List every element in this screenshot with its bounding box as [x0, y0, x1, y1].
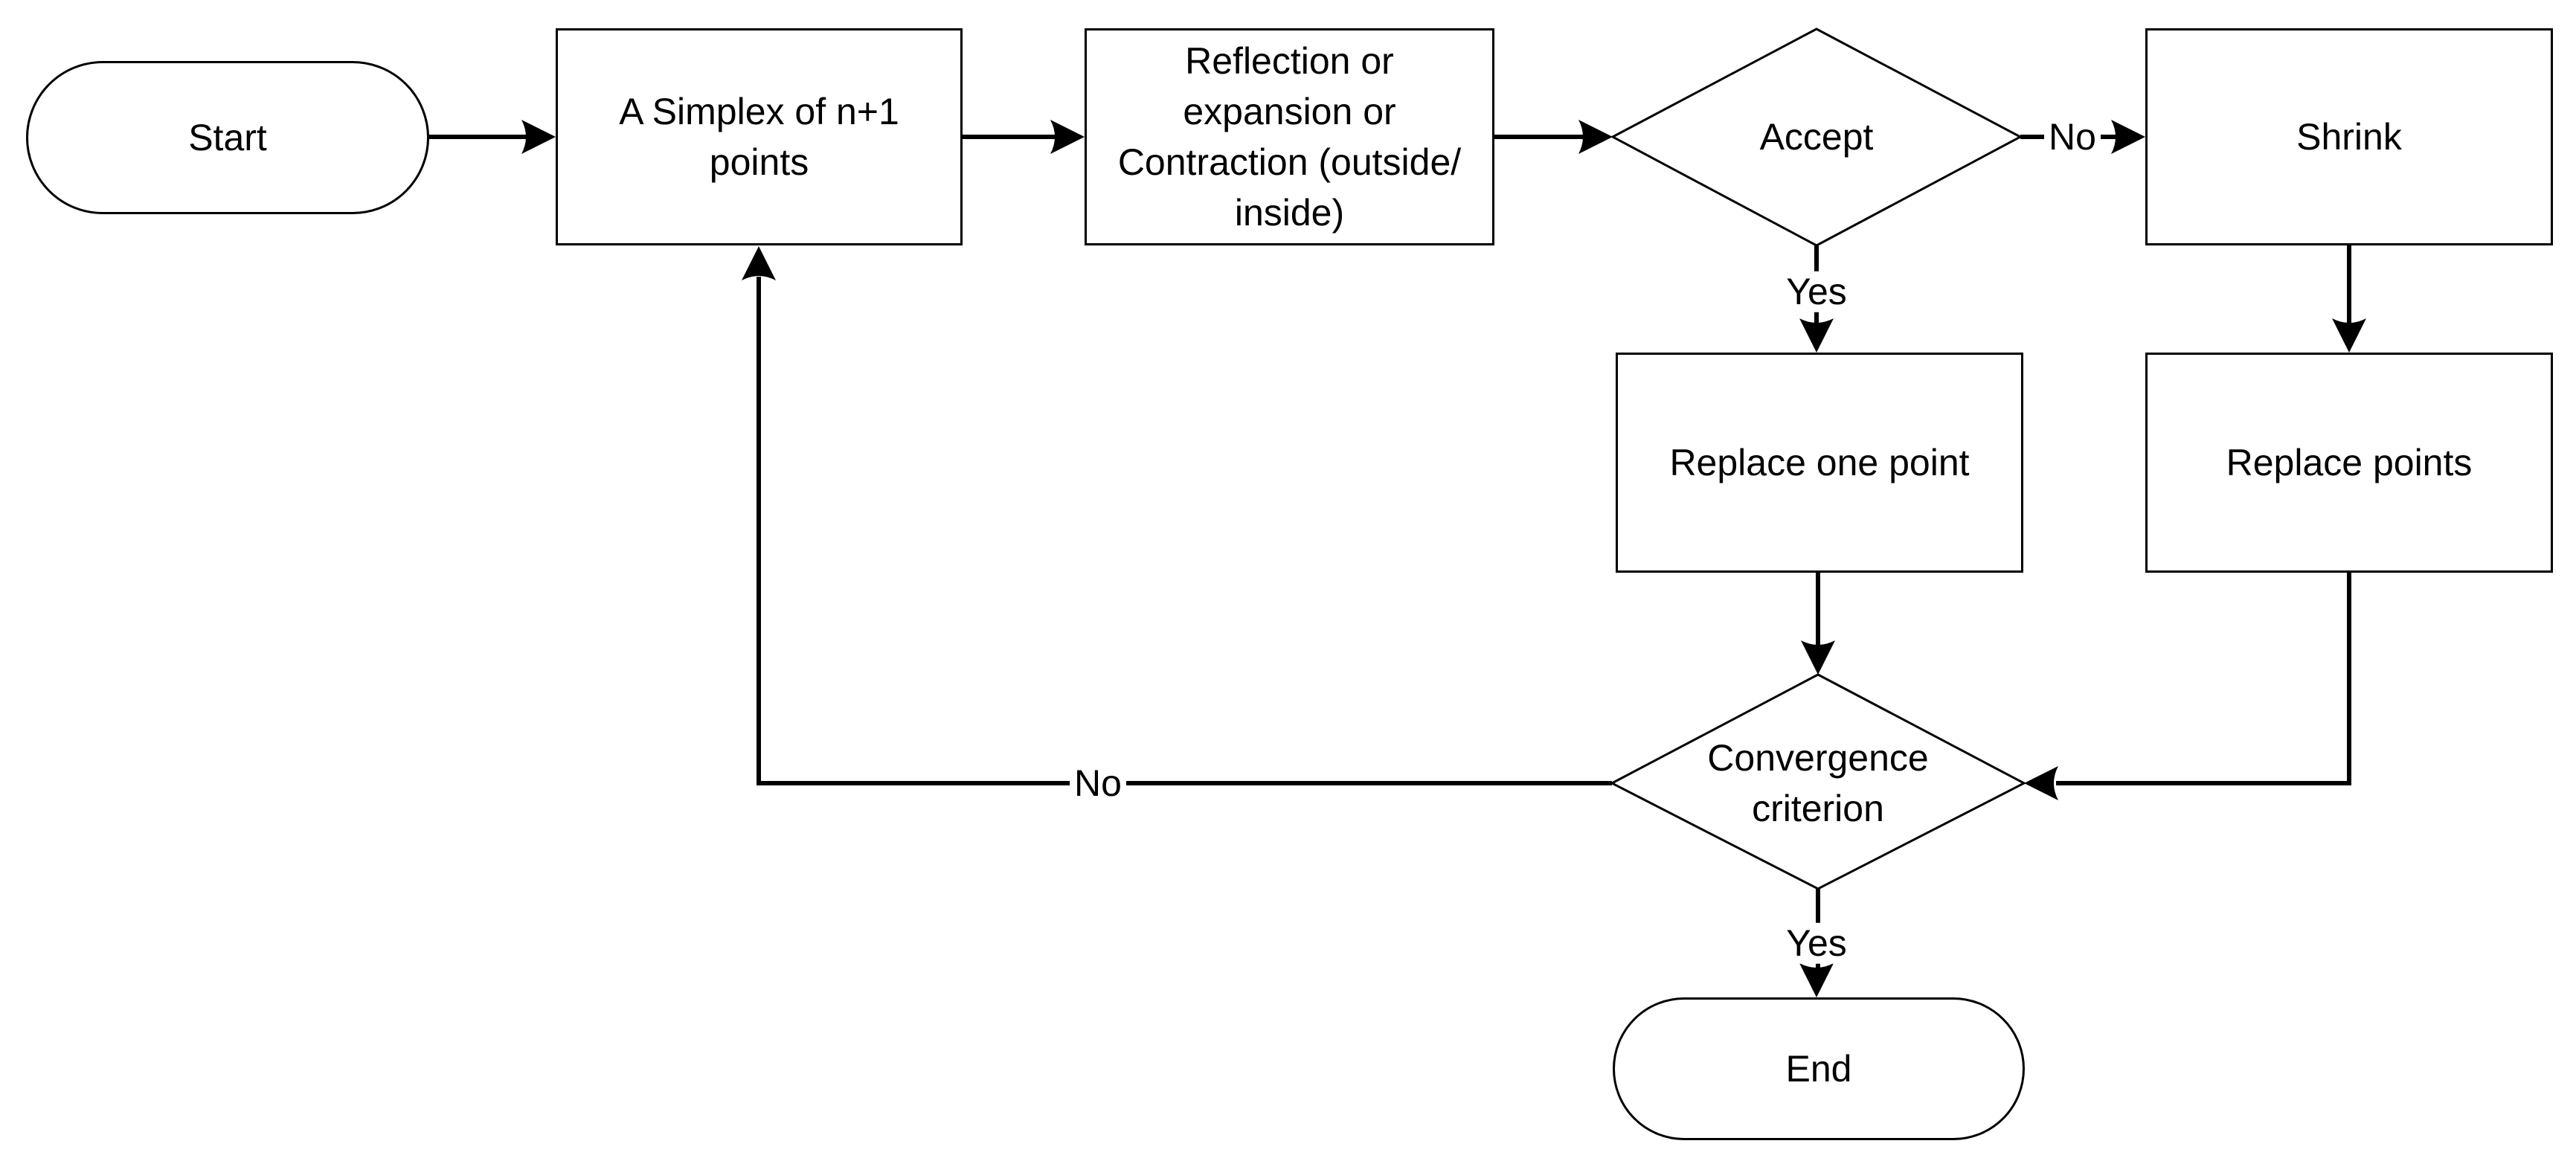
edge-convergence-simplex: [757, 277, 1612, 785]
arrowhead-accept-replace-one: [1799, 318, 1834, 353]
edge-replace-points-convergence: [2056, 573, 2351, 785]
arrowhead-accept-shrink: [2111, 120, 2145, 154]
node-simplex: A Simplex of n+1 points: [556, 28, 963, 245]
convergence-diamond-shape: [1609, 673, 2027, 890]
node-replace-one: Replace one point: [1616, 353, 2023, 573]
node-end: End: [1613, 997, 2025, 1140]
edge-label-accept-no: No: [2044, 116, 2101, 158]
node-start: Start: [26, 61, 429, 214]
arrowhead-reflection-accept: [1578, 120, 1613, 154]
node-end-label: End: [1785, 1048, 1852, 1090]
accept-diamond-shape: [1610, 28, 2023, 247]
edge-label-convergence-yes: Yes: [1782, 922, 1851, 964]
node-simplex-label: A Simplex of n+1 points: [619, 91, 899, 183]
node-replace-points: Replace points: [2145, 353, 2553, 573]
arrowhead-replace-points-convergence: [2024, 766, 2058, 800]
node-shrink: Shrink: [2145, 28, 2553, 245]
node-replace-points-label: Replace points: [2226, 442, 2473, 483]
node-start-label: Start: [188, 117, 267, 158]
node-shrink-label: Shrink: [2296, 116, 2402, 158]
arrowhead-start-simplex: [521, 120, 556, 154]
edge-label-convergence-no: No: [1070, 762, 1126, 804]
arrowhead-convergence-simplex: [742, 246, 776, 280]
edge-label-accept-yes: Yes: [1782, 271, 1851, 312]
node-replace-one-label: Replace one point: [1669, 442, 1970, 483]
arrowhead-replace-one-convergence: [1801, 640, 1835, 675]
arrowhead-simplex-reflection: [1050, 120, 1085, 154]
arrowhead-convergence-end: [1799, 963, 1834, 997]
node-reflection: Reflection or expansion or Contraction (…: [1085, 28, 1494, 245]
node-reflection-label: Reflection or expansion or Contraction (…: [1117, 40, 1462, 234]
arrowhead-shrink-replace-points: [2332, 318, 2366, 353]
